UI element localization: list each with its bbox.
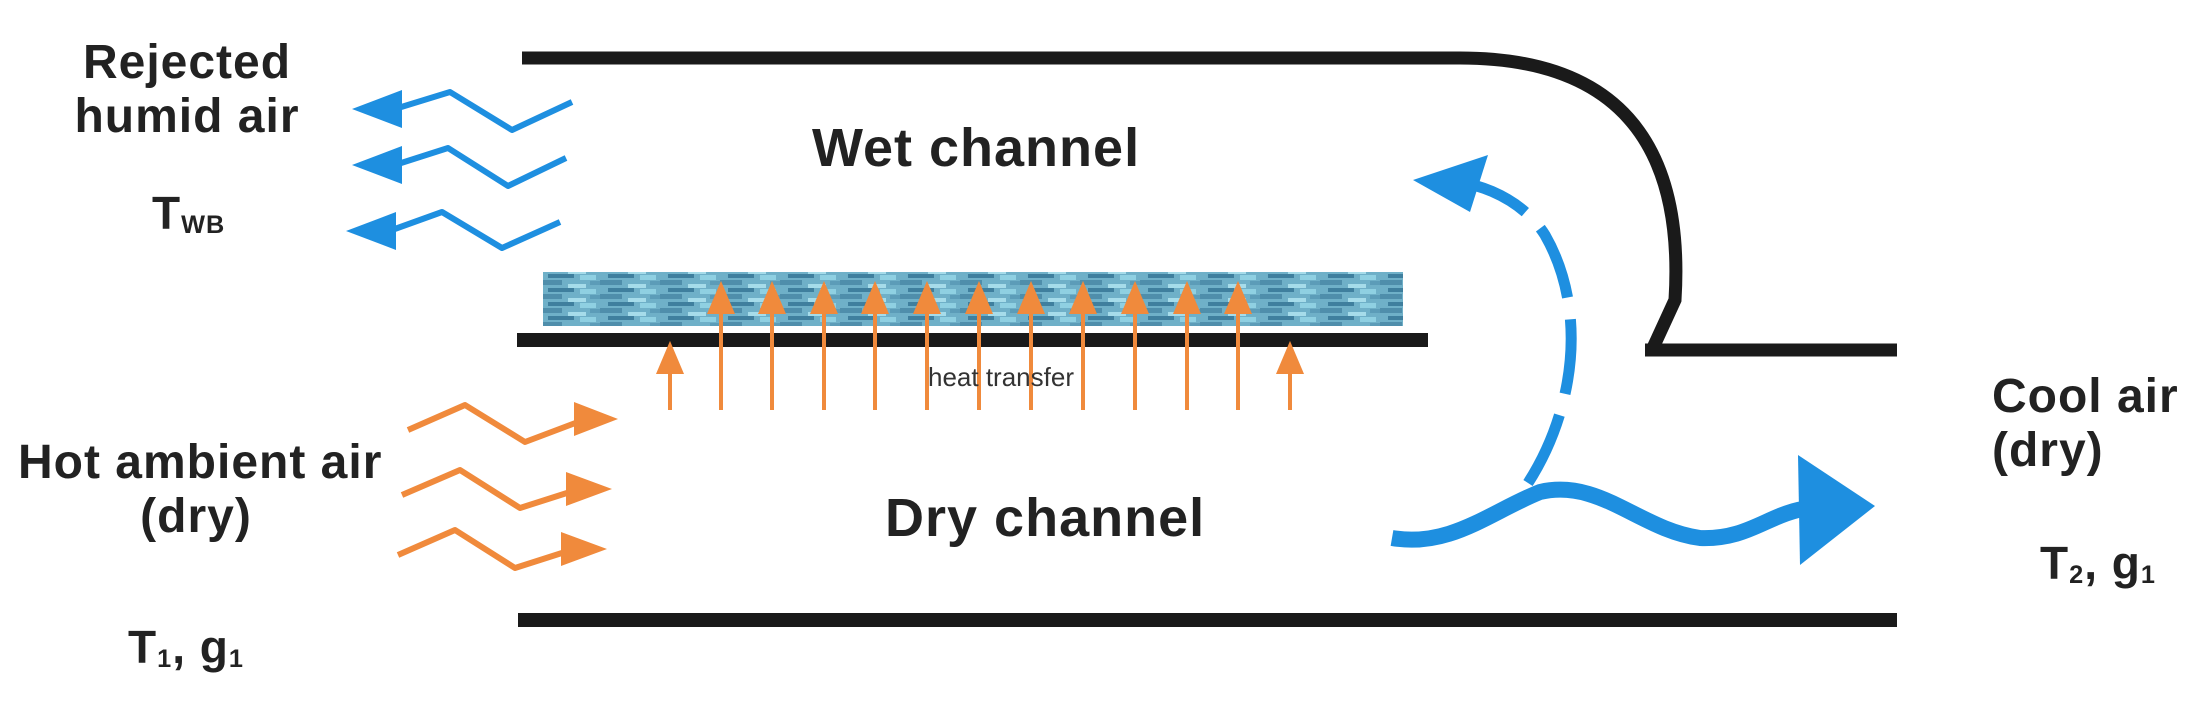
heat-arrow-icon (1223, 280, 1253, 410)
wavy-arrow-left-icon (352, 145, 568, 189)
inlet-state-label: T1, g1 (128, 621, 244, 673)
heat-arrow-icon (655, 340, 685, 410)
heat-arrow-icon (1120, 280, 1150, 410)
heat-arrow-icon (1016, 280, 1046, 410)
cool-air-label: Cool air (dry) (1992, 370, 2179, 478)
wavy-arrow-right-icon (400, 467, 612, 511)
hot-air-arrows (396, 402, 618, 571)
rejected-air-arrows (346, 89, 574, 251)
outlet-state-label: T2, g1 (2040, 537, 2156, 589)
cool-air-label-line2: (dry) (1992, 423, 2104, 477)
dry-channel-label: Dry channel (885, 488, 1206, 548)
wavy-arrow-left-icon (346, 209, 562, 251)
wet-bulb-temp-label: TWB (152, 187, 226, 239)
heat-arrow-icon (809, 280, 839, 410)
heat-transfer-label: heat transfer (928, 362, 1074, 392)
heat-transfer-arrows (655, 280, 1305, 410)
wet-channel-top-wall (522, 51, 1683, 353)
heat-arrow-icon (1172, 280, 1202, 410)
rejected-air-label-line2: humid air (74, 89, 300, 143)
heat-arrow-icon (706, 280, 736, 410)
hot-ambient-air-label: Hot ambient air (dry) (18, 436, 383, 544)
cool-air-label-line1: Cool air (1992, 370, 2179, 423)
rejected-air-label-line1: Rejected (82, 36, 292, 89)
heat-arrow-icon (757, 280, 787, 410)
hot-air-label-line1: Hot ambient air (18, 436, 383, 489)
heat-arrow-icon (860, 280, 890, 410)
heat-arrow-icon (1068, 280, 1098, 410)
channel-walls (517, 51, 1897, 627)
wet-channel-label: Wet channel (812, 118, 1141, 178)
heat-arrow-icon (964, 280, 994, 410)
heat-arrow-icon (912, 280, 942, 410)
heat-arrow-icon (1275, 340, 1305, 410)
wavy-arrow-left-icon (352, 89, 574, 133)
curved-arrow-icon (1413, 155, 1488, 212)
wavy-arrow-right-icon (1390, 455, 1875, 565)
diverted-air-arrow (1413, 155, 1577, 486)
cool-air-arrow (1390, 455, 1875, 565)
hot-air-label-line2: (dry) (140, 489, 252, 543)
wavy-arrow-right-icon (396, 527, 607, 571)
wavy-arrow-right-icon (406, 402, 618, 445)
rejected-air-label: Rejected humid air (72, 36, 302, 144)
